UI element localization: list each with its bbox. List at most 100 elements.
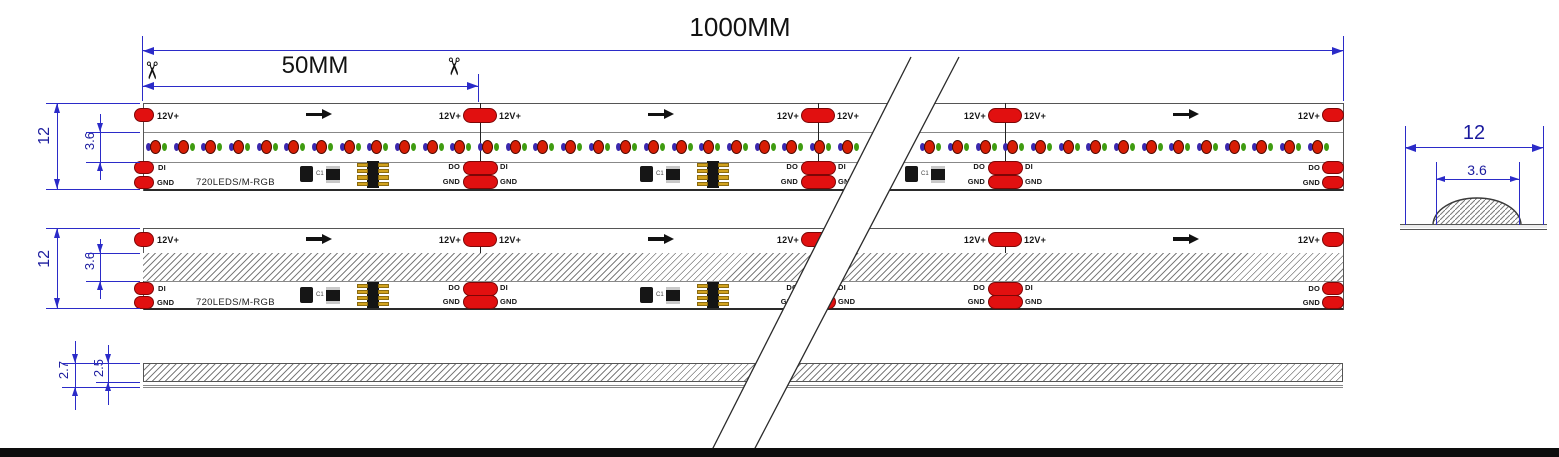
ic-pad <box>697 283 708 288</box>
led-green-chip <box>1213 143 1219 151</box>
model-label: 720LEDS/M-RGB <box>196 176 275 188</box>
direction-arrow <box>1189 109 1199 119</box>
led-green-chip <box>355 143 361 151</box>
dimension-line <box>62 387 140 388</box>
led-red-chip <box>205 140 217 154</box>
pad-label: 12V+ <box>837 110 860 121</box>
led-blue-chip <box>201 143 207 151</box>
ic-pad <box>697 175 708 180</box>
data-in-pad <box>134 282 154 295</box>
led-green-chip <box>1157 143 1163 151</box>
led-blue-chip <box>948 143 954 151</box>
pad-label: 12V+ <box>963 235 986 245</box>
direction-arrow <box>322 233 332 244</box>
dimension-line <box>143 50 1343 52</box>
led-green-chip <box>1102 143 1108 151</box>
led-green-chip <box>687 143 693 151</box>
cut-ground-pad <box>800 175 836 189</box>
led-blue-chip <box>367 143 373 151</box>
led-blue-chip <box>837 143 843 151</box>
dimension-line <box>1543 126 1544 225</box>
capacitor <box>300 166 313 182</box>
led-red-chip <box>1035 140 1047 154</box>
dimension-line <box>1400 228 1547 230</box>
led-blue-chip <box>146 143 151 151</box>
led-blue-chip <box>754 143 760 151</box>
led-red-chip <box>1145 140 1157 154</box>
dimension-line <box>1343 228 1344 310</box>
data-in-pad <box>134 161 154 174</box>
led-red-chip <box>1311 140 1323 154</box>
pad-label: GND <box>967 176 985 186</box>
ic-pad <box>378 162 389 167</box>
direction-arrow <box>648 112 664 117</box>
led-blue-chip <box>975 143 981 151</box>
direction-arrow <box>322 109 332 119</box>
led-blue-chip <box>1307 143 1313 151</box>
pad-label: GND <box>442 296 460 306</box>
ic-pad <box>378 175 389 180</box>
ic-pad <box>378 289 389 294</box>
led-blue-chip <box>1280 143 1286 151</box>
led-red-chip <box>371 140 383 154</box>
pad-label: DI <box>1025 162 1033 171</box>
led-red-chip <box>288 140 300 154</box>
dimension-arrow <box>97 244 104 253</box>
resistor <box>326 286 340 304</box>
dimension-line <box>143 228 1343 229</box>
led-blue-chip <box>339 143 345 151</box>
dimension-line <box>1343 103 1344 191</box>
break-band <box>711 57 959 452</box>
led-red-chip <box>786 140 798 154</box>
direction-arrow <box>1173 237 1189 241</box>
ic-pad <box>697 295 708 301</box>
led-green-chip <box>604 143 610 151</box>
led-red-chip <box>703 140 715 154</box>
resistor <box>931 166 945 183</box>
resistor <box>666 286 680 304</box>
pad-label: DI <box>158 163 166 172</box>
led-blue-chip <box>422 143 428 151</box>
led-red-chip <box>260 140 272 154</box>
pad-label: 12V+ <box>776 235 799 245</box>
dimension-line <box>143 384 1343 386</box>
led-green-chip <box>1074 143 1080 151</box>
direction-arrow <box>648 237 664 241</box>
led-red-chip <box>177 140 189 154</box>
ic-pad <box>357 168 368 174</box>
dimension-arrow <box>143 46 154 55</box>
led-green-chip <box>1019 143 1025 151</box>
dimension-arrow <box>72 387 79 396</box>
dimension-arrow <box>143 82 154 91</box>
dimension-line <box>46 228 140 229</box>
dimension-line <box>1519 162 1520 225</box>
led-green-chip <box>1130 143 1136 151</box>
ic-pad <box>697 289 708 294</box>
dimension-line <box>57 228 58 308</box>
ground-pad <box>134 295 154 309</box>
led-green-chip <box>521 143 527 151</box>
pad-label: 12V+ <box>157 235 180 245</box>
dimension-line <box>108 345 109 405</box>
led-red-chip <box>675 140 687 154</box>
led-blue-chip <box>173 143 179 151</box>
ic-pad <box>378 283 389 288</box>
led-blue-chip <box>1003 143 1009 151</box>
dimension-arrow <box>53 179 60 189</box>
dimension-line <box>86 162 140 163</box>
led-blue-chip <box>782 143 788 151</box>
dimension-arrow <box>72 354 79 363</box>
resistor <box>326 166 340 183</box>
pad-label: 12V+ <box>1297 110 1320 121</box>
dimension-line <box>75 341 76 410</box>
led-blue-chip <box>1169 143 1175 151</box>
ic-pad <box>718 168 729 174</box>
cut-ground-pad <box>987 175 1023 189</box>
dimension-line <box>100 239 101 299</box>
dimension-line <box>143 103 1343 104</box>
ic-pad <box>718 295 729 301</box>
ground-pad <box>1322 175 1344 189</box>
led-red-chip <box>1090 140 1102 154</box>
dimension-arrow <box>105 382 112 391</box>
